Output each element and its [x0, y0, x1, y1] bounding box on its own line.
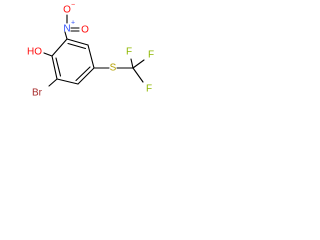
ring-bond-c2-c3	[66, 38, 89, 46]
sulfur-label: S	[110, 63, 117, 74]
bond-c1-oh	[43, 52, 53, 57]
ring-bond-c4-c5-double	[75, 66, 91, 82]
nitro-oxygen-side-label: O	[81, 25, 89, 36]
bond-c-f-right	[132, 67, 144, 83]
ring-bond-c3-c4	[87, 44, 95, 69]
fluorine-top-left-label: F	[126, 47, 132, 58]
bond-c2-n	[64, 31, 68, 40]
nitro-nitrogen-label: N	[63, 24, 70, 35]
bromine-label: Br	[32, 88, 43, 99]
ring-bond-c5-c6	[56, 78, 79, 85]
fluorine-right-label: F	[146, 84, 152, 95]
bond-c6-br	[48, 78, 58, 87]
bond-c-f-top-right	[132, 59, 145, 69]
ring-bond-c6-c1	[51, 55, 58, 80]
ring-bond-c3-c3-double	[67, 42, 87, 50]
fluorine-top-right-label: F	[148, 50, 154, 61]
ring-bond-c1-c2	[51, 38, 68, 57]
nitro-oxygen-top-label: O	[63, 5, 71, 16]
ring-bond-c6-c1-double	[55, 57, 62, 77]
chemical-structure: HO N + O − O Br S F F F	[27, 2, 154, 99]
nitro-plus-charge: +	[71, 20, 75, 27]
ring-bond-c4-c5	[77, 67, 95, 85]
hydroxyl-label: HO	[27, 47, 42, 58]
nitro-minus-charge: −	[71, 2, 75, 9]
bond-c-f-top-left	[130, 58, 134, 69]
